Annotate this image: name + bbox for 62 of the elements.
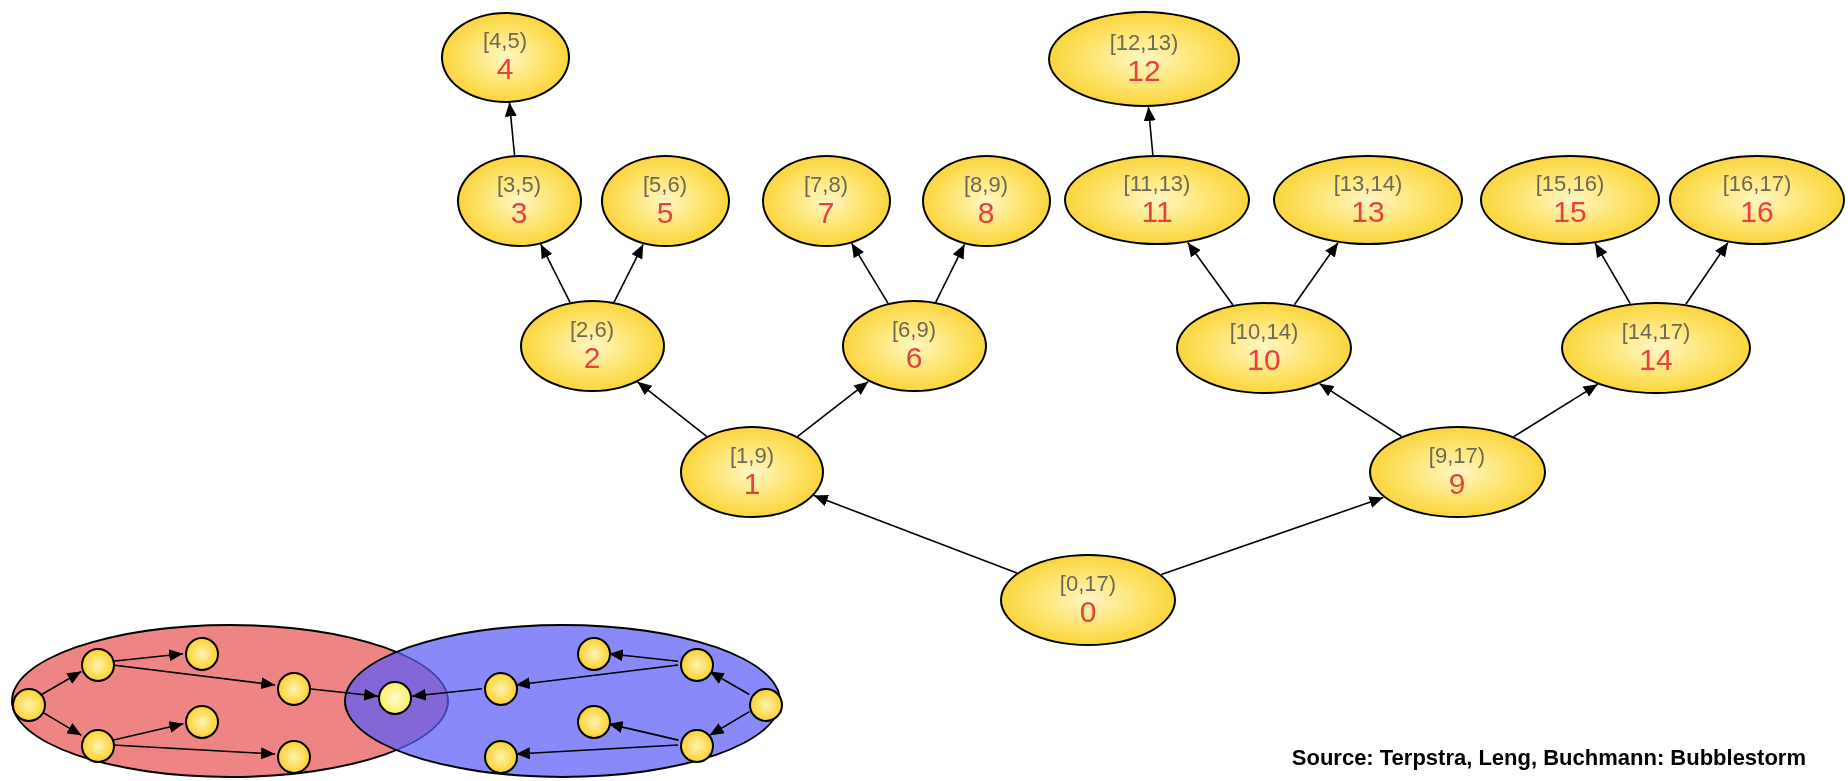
arrow: [1512, 383, 1599, 438]
arrow: [1160, 496, 1385, 576]
node-number: 2: [583, 343, 601, 373]
arrow: [850, 242, 889, 304]
interval-label: [2,6): [570, 319, 614, 341]
interval-label: [15,16): [1535, 173, 1605, 195]
arrow: [515, 744, 679, 760]
arrow: [1186, 241, 1234, 306]
arrow: [813, 494, 1018, 574]
node-number: 16: [1740, 197, 1774, 227]
node-number: 10: [1247, 345, 1281, 375]
arrow: [1594, 242, 1632, 305]
interval-label: [3,5): [497, 174, 541, 196]
arrow: [308, 688, 379, 701]
interval-label: [0,17): [1059, 573, 1117, 595]
interval-label: [16,17): [1722, 173, 1792, 195]
arrow: [608, 649, 679, 662]
arrow: [613, 243, 644, 303]
arrow: [539, 243, 571, 303]
arrow: [411, 688, 483, 701]
node-number: 1: [743, 469, 761, 499]
node-number: 3: [510, 198, 528, 228]
node-number: 6: [905, 343, 923, 373]
node-number: 4: [496, 54, 514, 84]
arrow: [112, 664, 276, 690]
interval-label: [13,14): [1333, 173, 1403, 195]
interval-label: [8,9): [964, 174, 1008, 196]
node-number: 8: [977, 198, 995, 228]
node-number: 5: [656, 198, 674, 228]
arrow: [796, 380, 869, 438]
interval-label: [11,13): [1123, 173, 1191, 195]
arrow: [708, 710, 751, 737]
interval-label: [14,17): [1621, 321, 1691, 343]
arrow: [112, 649, 184, 662]
arrow: [111, 721, 185, 741]
arrow: [636, 381, 708, 438]
arrow: [515, 664, 679, 690]
interval-label: [1,9): [730, 445, 774, 467]
node-number: 14: [1639, 345, 1673, 375]
interval-label: [10,14): [1229, 321, 1299, 343]
arrow: [1293, 241, 1339, 306]
node-number: 11: [1141, 197, 1173, 227]
arrow: [40, 670, 83, 696]
node-number: 15: [1553, 197, 1587, 227]
interval-label: [4,5): [483, 30, 527, 52]
arrow: [504, 101, 517, 156]
arrow: [1143, 106, 1156, 156]
arrow: [1318, 382, 1403, 438]
arrow: [1685, 241, 1729, 306]
node-number: 9: [1448, 469, 1466, 499]
interval-label: [6,9): [892, 319, 936, 341]
node-number: 7: [817, 198, 835, 228]
arrow: [935, 243, 966, 303]
arrow: [112, 744, 276, 760]
node-number: 13: [1351, 197, 1385, 227]
node-number: 12: [1127, 56, 1161, 86]
interval-label: [5,6): [643, 174, 687, 196]
interval-label: [9,17): [1428, 445, 1486, 467]
node-number: 0: [1079, 597, 1097, 627]
interval-label: [12,13): [1109, 32, 1179, 54]
source-note: Source: Terpstra, Leng, Buchmann: Bubblestorm: [1291, 744, 1806, 772]
interval-label: [7,8): [804, 174, 848, 196]
